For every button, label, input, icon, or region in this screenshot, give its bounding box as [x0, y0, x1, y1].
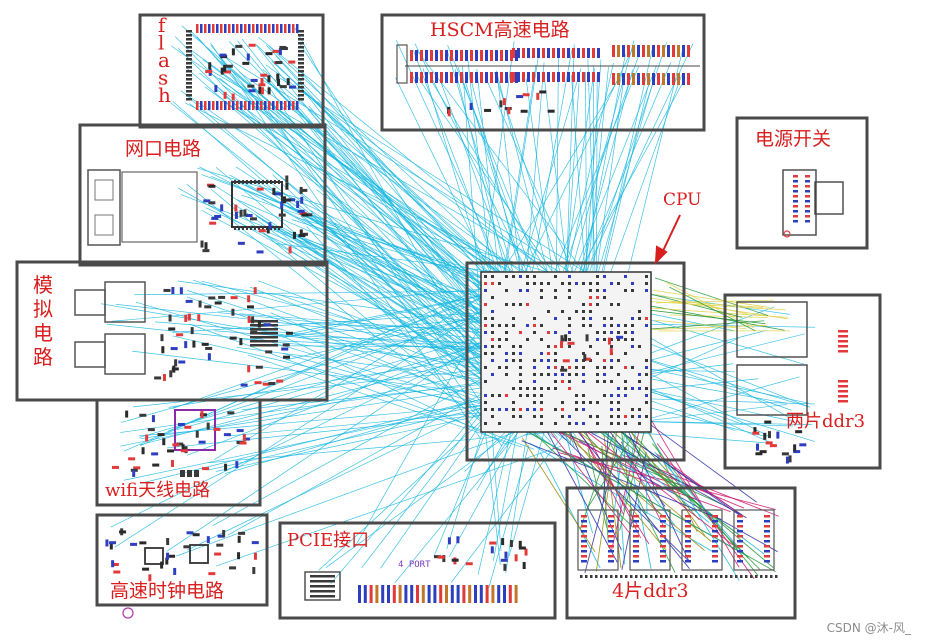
pcie-label: PCIE接口 — [287, 530, 369, 551]
wifi-frame — [95, 398, 262, 507]
watermark: CSDN @沐-风_ — [826, 621, 911, 635]
ddr3-four-frame — [565, 486, 797, 620]
pcie-port-note: 4 PORT — [398, 560, 431, 570]
module-frames — [15, 13, 882, 620]
cpu-label: CPU — [663, 190, 701, 210]
network-label: 网口电路 — [125, 138, 201, 160]
pcb-components — [74, 24, 848, 619]
flash-frame — [138, 13, 325, 129]
pcie-frame — [278, 521, 557, 620]
cpu-annotation-arrow — [654, 214, 681, 265]
clock-frame — [95, 513, 269, 607]
power-switch-frame — [735, 116, 869, 250]
wifi-label: wifi天线电路 — [105, 480, 210, 501]
hscm-frame — [380, 13, 706, 132]
analog-label: 模拟电路 — [33, 273, 53, 369]
ddr3-four-label: 4片ddr3 — [612, 580, 689, 602]
ddr3-two-frame — [723, 293, 882, 470]
power-switch-label: 电源开关 — [755, 128, 831, 150]
cpu-frame — [465, 261, 686, 462]
hscm-label: HSCM高速电路 — [430, 19, 570, 41]
network-frame — [78, 123, 327, 267]
clock-label: 高速时钟电路 — [110, 580, 224, 602]
ddr3-two-label: 两片ddr3 — [786, 411, 865, 432]
